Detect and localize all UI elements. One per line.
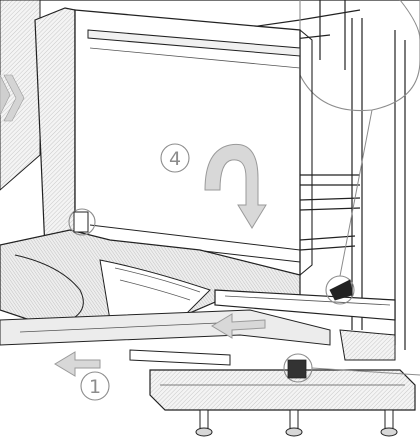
leader-line: [311, 367, 420, 376]
hinge-detail-circle: [68, 208, 96, 236]
leader-line: [339, 109, 373, 277]
adjustable-foot-icon: [285, 409, 303, 437]
rotate-arrow-icon: [204, 143, 267, 229]
pull-arrow-icon: [54, 351, 101, 377]
step-4-callout: 4: [160, 143, 190, 173]
side-panel: [0, 0, 41, 191]
step-1-label: 1: [89, 376, 101, 398]
adjustable-foot-icon: [195, 409, 213, 437]
latch-detail-circle: [283, 353, 313, 383]
drawer-rail-assembly: [0, 229, 396, 366]
cabinet-base: [149, 369, 416, 437]
pull-arrow-icon: [211, 313, 266, 339]
adjustable-foot-icon: [380, 409, 398, 437]
step-4-label: 4: [169, 148, 181, 170]
step-1-callout: 1: [80, 371, 110, 401]
